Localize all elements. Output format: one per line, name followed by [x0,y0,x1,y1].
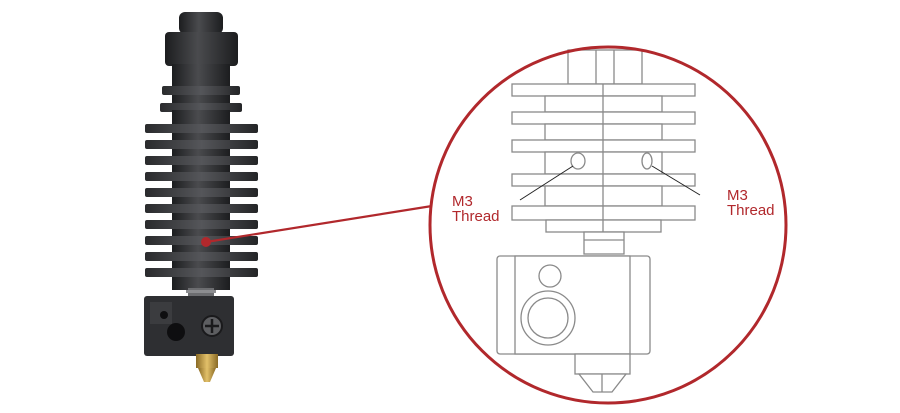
callout-left-line2: Thread [452,208,500,225]
magnifier-circle [428,45,788,405]
heatsink-core [172,110,230,290]
callout-left-line1: M3 [452,193,473,210]
brass-nozzle [196,354,218,368]
m3-thread-hole-right [641,152,653,170]
pointer-line-right [651,165,701,196]
heater-cartridge-hole [167,323,185,341]
callout-right-line1: M3 [727,187,748,204]
callout-label-left: M3 Thread [452,194,500,224]
callout-connector-line [205,204,433,244]
thermistor-hole [160,311,168,319]
hotend-top-cap [179,12,223,34]
detail-drawing [496,49,696,393]
hotend-collar [165,32,238,66]
callout-label-right: M3 Thread [727,188,775,218]
hotend-upper-fin [162,86,240,95]
callout-right-line2: Thread [727,202,775,219]
hotend-photo [144,12,258,382]
m3-thread-hole-left [570,152,586,170]
hotend-upper-fin [160,103,242,112]
hotend-neck [172,64,230,104]
pointer-line-left [519,165,574,201]
